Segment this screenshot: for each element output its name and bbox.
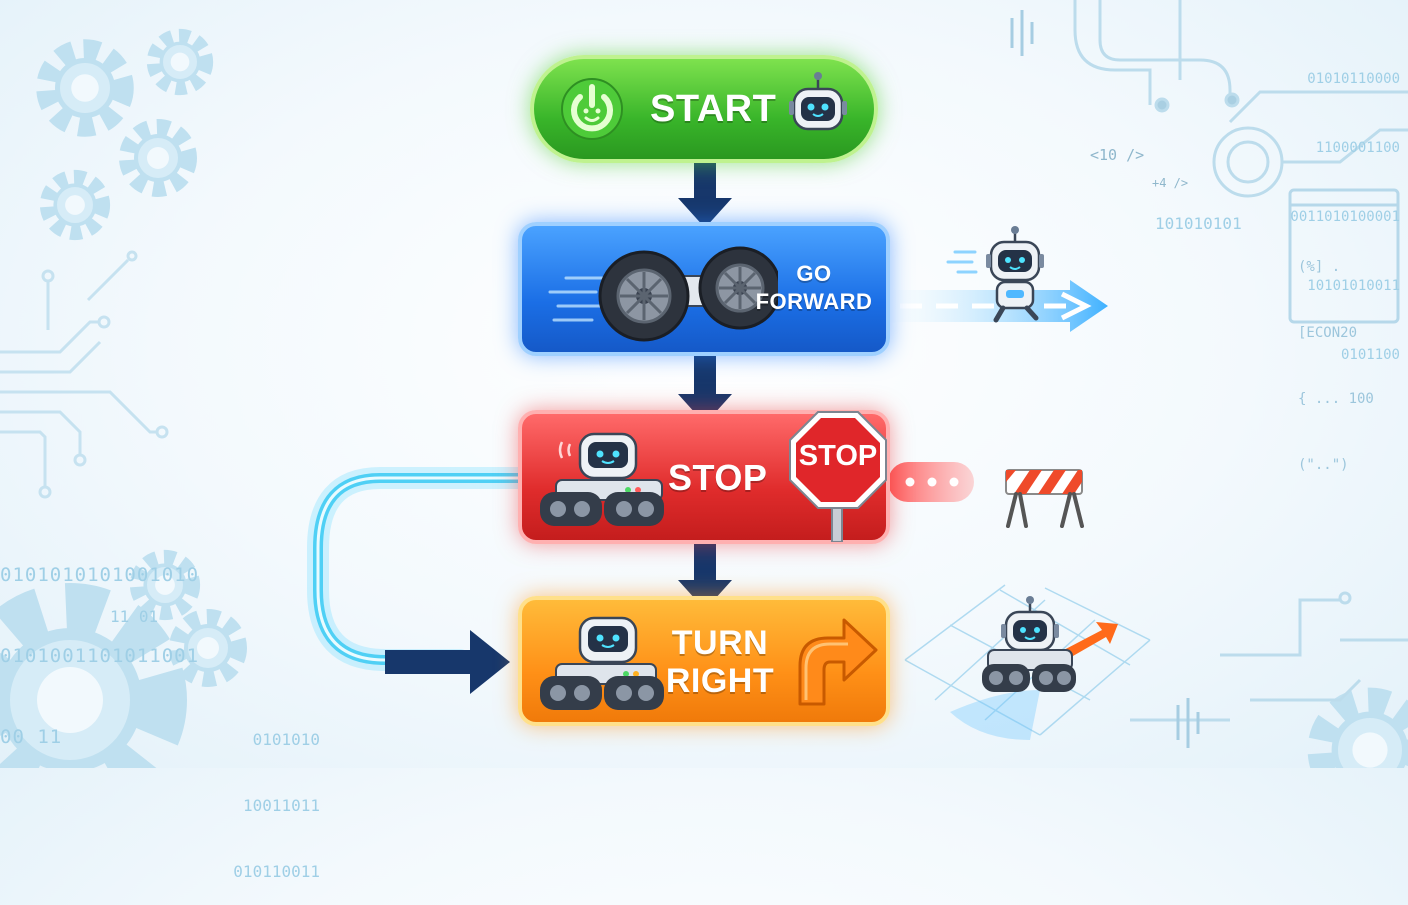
loop-arrow-icon [385, 630, 510, 694]
step-stop[interactable]: STOP STOP [518, 410, 890, 544]
step-label: TURN RIGHT [660, 624, 780, 700]
stop-sign-text: STOP [798, 440, 878, 472]
binary-small: 11 01 [110, 607, 159, 626]
stop-sign-icon: STOP [786, 408, 890, 542]
binary-line: 01010110000 [1307, 71, 1400, 87]
step-label-line: RIGHT [665, 662, 775, 700]
code-line: { ... 100 [1298, 391, 1374, 407]
barrier-icon [1005, 469, 1084, 528]
robot-tank-icon [540, 432, 664, 526]
robot-tank-icon [540, 616, 664, 710]
step-label-line: FORWARD [755, 289, 873, 314]
step-label-line: STOP [668, 457, 768, 498]
forward-arrow-icon [885, 280, 1108, 332]
step-label: GO FORWARD [754, 260, 874, 316]
down-arrow-icon [678, 160, 732, 228]
binary-line: 0101010 [252, 730, 320, 749]
code-window-text: (%] . [ECON20 { ... 100 ("..") [1298, 212, 1374, 498]
step-start[interactable]: START [530, 55, 878, 163]
step-turn-right[interactable]: TURN RIGHT [518, 596, 890, 726]
code-line: ("..") [1298, 457, 1349, 473]
binary-line: 1100001100 [1315, 140, 1400, 156]
binary-line: 0101010101001010 [0, 564, 200, 586]
binary-line: 10101010011 [1307, 278, 1400, 294]
loop-connector [307, 467, 531, 694]
circuit-icon [1073, 0, 1408, 722]
turn-right-arrow-icon [798, 618, 878, 706]
step-label: START [650, 85, 776, 133]
code-window-icon [1288, 188, 1400, 324]
binary-line: 0101100 [1340, 347, 1400, 363]
wheels-icon [548, 246, 778, 342]
binary-code-mid: 101010101 [1155, 214, 1242, 233]
code-line: [ECON20 [1298, 325, 1358, 341]
down-arrows [678, 160, 732, 610]
robot-turning-icon [982, 594, 1076, 692]
circuit-icon [0, 250, 169, 499]
step-label-line: START [650, 88, 777, 130]
binary-line: 00 11 [0, 726, 63, 748]
code-tag-small: +4 /> [1152, 176, 1189, 190]
binary-line: 010110011 [233, 862, 320, 881]
down-arrow-icon [678, 354, 732, 424]
robot-head-icon [789, 72, 847, 131]
background-decor [0, 0, 1408, 768]
side-robots [946, 224, 1076, 692]
binary-line: 0011010100001 [1290, 209, 1400, 225]
code-line: (%] . [1298, 259, 1341, 275]
stop-sign-shape [789, 411, 887, 542]
down-arrow-icon [678, 542, 732, 610]
binary-line: 10011011 [242, 796, 320, 815]
step-go-forward[interactable]: GO FORWARD [518, 222, 890, 356]
binary-code-left: 0101010101001010 0101001101011001 00 11 [0, 508, 199, 778]
step-label-line: GO [796, 261, 832, 286]
binary-code-right: 01010110000 1100001100 0011010100001 101… [1255, 22, 1400, 390]
ellipsis-icon [888, 462, 974, 502]
robot-running-icon [946, 224, 1046, 323]
power-icon [561, 78, 623, 140]
step-label-line: TURN [671, 624, 769, 662]
step-label: STOP [668, 456, 767, 500]
turn-direction-arrow-icon [1060, 622, 1118, 660]
binary-line: 0101001101011001 [0, 645, 200, 667]
code-tag: <10 /> [1090, 146, 1145, 164]
